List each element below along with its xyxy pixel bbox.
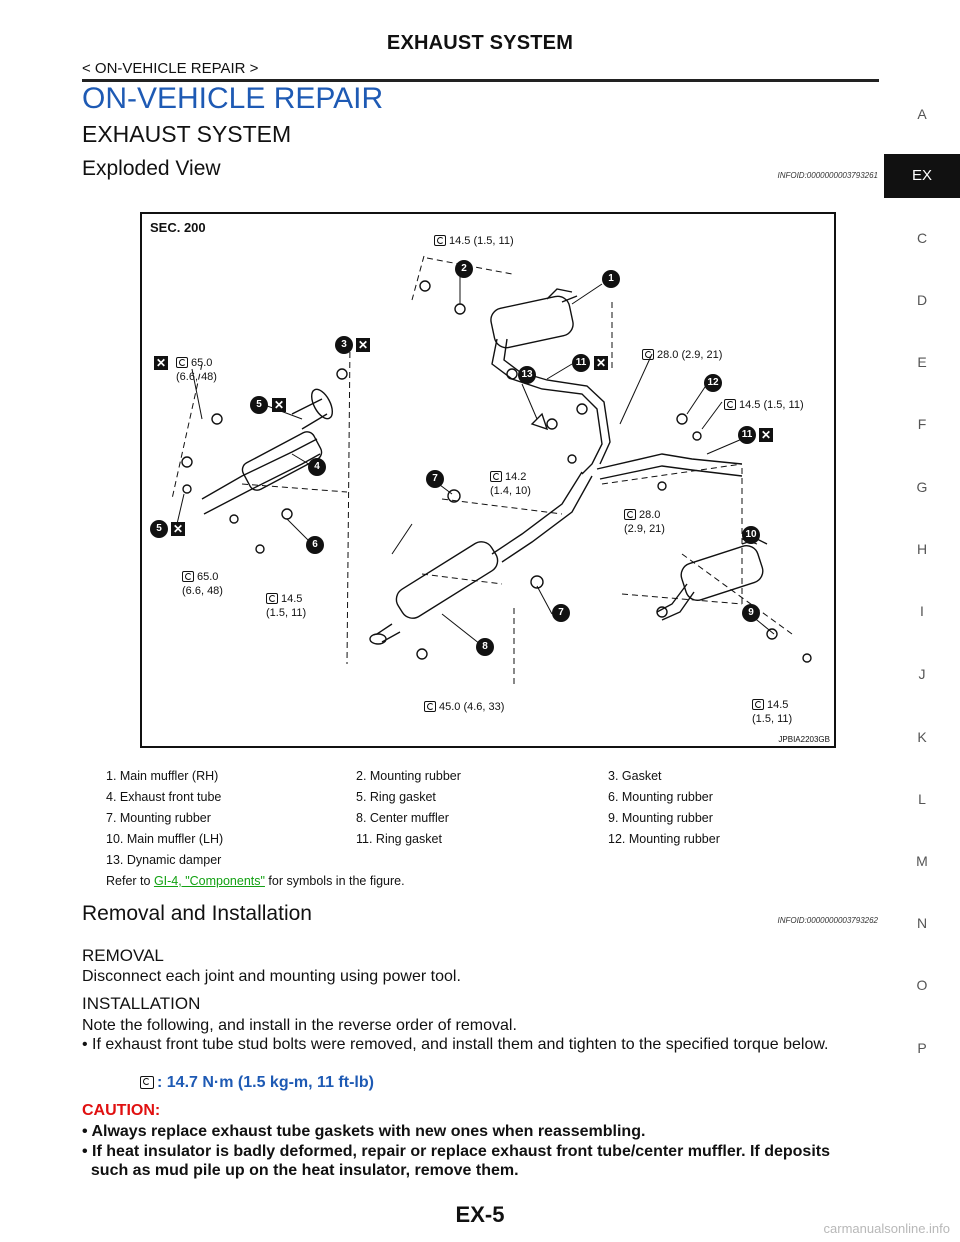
replace-part-icon: ✕ xyxy=(171,522,185,536)
torque-spec: 65.0 (6.6, 48) xyxy=(176,357,217,383)
torque-icon xyxy=(424,701,436,712)
index-tab-n[interactable]: N xyxy=(916,915,928,931)
caution-item: • Always replace exhaust tube gaskets wi… xyxy=(82,1123,646,1140)
callout-13: 13 xyxy=(518,366,536,384)
torque-icon xyxy=(724,399,736,410)
exploded-view-figure: SEC. 200 JPBIA2203GB 1 2 3 ✕ 4 5 ✕ 5 ✕ 6… xyxy=(140,212,836,748)
callout-3: 3 xyxy=(335,336,353,354)
callout-11-right: 11 xyxy=(738,426,756,444)
page-number: EX-5 xyxy=(455,1202,505,1227)
figure-id: JPBIA2203GB xyxy=(778,735,830,744)
legend-item: 1. Main muffler (RH) xyxy=(106,769,219,783)
watermark: carmanualsonline.info xyxy=(823,1221,950,1236)
torque-spec: 28.0 (2.9, 21) xyxy=(642,348,722,362)
callout-12: 12 xyxy=(704,374,722,392)
legend-item: 10. Main muffler (LH) xyxy=(106,832,224,846)
legend-item: 5. Ring gasket xyxy=(356,790,436,804)
legend-item: 2. Mounting rubber xyxy=(356,769,461,783)
callout-7-lower: 7 xyxy=(552,604,570,622)
section-subtitle: EXHAUST SYSTEM xyxy=(82,121,292,147)
torque-icon xyxy=(624,509,636,520)
index-tab-l[interactable]: L xyxy=(918,791,926,807)
torque-icon xyxy=(182,571,194,582)
index-tab-d[interactable]: D xyxy=(916,292,928,308)
legend-item: 6. Mounting rubber xyxy=(608,790,713,804)
legend-item: 3. Gasket xyxy=(608,769,662,783)
exploded-view-heading: Exploded View xyxy=(82,157,221,180)
callout-9: 9 xyxy=(742,604,760,622)
replace-part-icon: ✕ xyxy=(759,428,773,442)
legend-item: 13. Dynamic damper xyxy=(106,853,222,867)
callout-10: 10 xyxy=(742,526,760,544)
torque-specification: : 14.7 N·m (1.5 kg-m, 11 ft-lb) xyxy=(140,1074,374,1092)
header-divider xyxy=(82,79,879,82)
removal-installation-heading: Removal and Installation xyxy=(82,902,312,925)
index-tab-k[interactable]: K xyxy=(917,729,927,745)
exploded-view-infoid: INFOID:0000000003793261 xyxy=(777,171,878,180)
callout-5: 5 xyxy=(250,396,268,414)
replace-part-icon: ✕ xyxy=(272,398,286,412)
index-tab-o[interactable]: O xyxy=(916,977,928,993)
replace-part-icon: ✕ xyxy=(356,338,370,352)
torque-spec: 14.5 (1.5, 11) xyxy=(434,234,514,248)
callout-1: 1 xyxy=(602,270,620,288)
torque-icon xyxy=(642,349,654,360)
callout-11: 11 xyxy=(572,354,590,372)
index-tab-f[interactable]: F xyxy=(917,416,927,432)
legend-item: 9. Mounting rubber xyxy=(608,811,713,825)
removal-text: Disconnect each joint and mounting using… xyxy=(82,968,461,985)
symbol-reference: Refer to GI-4, "Components" for symbols … xyxy=(106,874,405,888)
section-title: ON-VEHICLE REPAIR xyxy=(82,82,384,115)
torque-icon xyxy=(140,1076,154,1089)
installation-heading: INSTALLATION xyxy=(82,994,201,1013)
installation-text: Note the following, and install in the r… xyxy=(82,1017,517,1034)
legend-item: 12. Mounting rubber xyxy=(608,832,720,846)
torque-icon xyxy=(752,699,764,710)
legend-item: 8. Center muffler xyxy=(356,811,449,825)
torque-icon xyxy=(434,235,446,246)
figure-section-label: SEC. 200 xyxy=(150,220,206,235)
header-title: EXHAUST SYSTEM xyxy=(386,32,574,54)
torque-spec: 65.0 (6.6, 48) xyxy=(182,571,223,597)
installation-bullet: • If exhaust front tube stud bolts were … xyxy=(82,1036,829,1053)
torque-spec: 14.5 (1.5, 11) xyxy=(266,593,307,619)
legend-item: 7. Mounting rubber xyxy=(106,811,211,825)
legend-item: 4. Exhaust front tube xyxy=(106,790,222,804)
index-tab-m[interactable]: M xyxy=(916,853,928,869)
replace-part-icon: ✕ xyxy=(154,356,168,370)
torque-spec: 14.5 (1.5, 11) xyxy=(752,699,793,725)
index-tab-h[interactable]: H xyxy=(916,541,928,557)
torque-spec: 14.5 (1.5, 11) xyxy=(724,398,804,412)
replace-part-icon: ✕ xyxy=(594,356,608,370)
index-tab-p[interactable]: P xyxy=(917,1040,927,1056)
torque-spec: 14.2 (1.4, 10) xyxy=(490,471,531,497)
callout-8: 8 xyxy=(476,638,494,656)
index-tab-ex[interactable]: EX xyxy=(884,154,960,198)
torque-icon xyxy=(266,593,278,604)
exhaust-diagram xyxy=(171,255,812,684)
torque-icon xyxy=(176,357,188,368)
torque-spec: 45.0 (4.6, 33) xyxy=(424,700,504,714)
legend-item: 11. Ring gasket xyxy=(356,832,442,846)
removal-heading: REMOVAL xyxy=(82,946,164,965)
components-link[interactable]: GI-4, "Components" xyxy=(153,874,265,888)
index-tab-g[interactable]: G xyxy=(916,479,928,495)
callout-6: 6 xyxy=(306,536,324,554)
index-tab-c[interactable]: C xyxy=(916,230,928,246)
parts-legend: 1. Main muffler (RH) 2. Mounting rubber … xyxy=(106,766,746,871)
index-tab-e[interactable]: E xyxy=(917,354,927,370)
callout-4: 4 xyxy=(308,458,326,476)
torque-icon xyxy=(490,471,502,482)
callout-7: 7 xyxy=(426,470,444,488)
index-tab-j[interactable]: J xyxy=(918,666,926,682)
header-breadcrumb: < ON-VEHICLE REPAIR > xyxy=(82,60,259,77)
removal-infoid: INFOID:0000000003793262 xyxy=(777,916,878,925)
torque-spec: 28.0 (2.9, 21) xyxy=(624,509,665,535)
callout-5-lower: 5 xyxy=(150,520,168,538)
caution-title: CAUTION: xyxy=(82,1102,161,1119)
index-tab-a[interactable]: A xyxy=(917,106,927,122)
index-tab-i[interactable]: I xyxy=(920,603,924,619)
caution-item: • If heat insulator is badly deformed, r… xyxy=(82,1143,830,1179)
callout-2: 2 xyxy=(455,260,473,278)
